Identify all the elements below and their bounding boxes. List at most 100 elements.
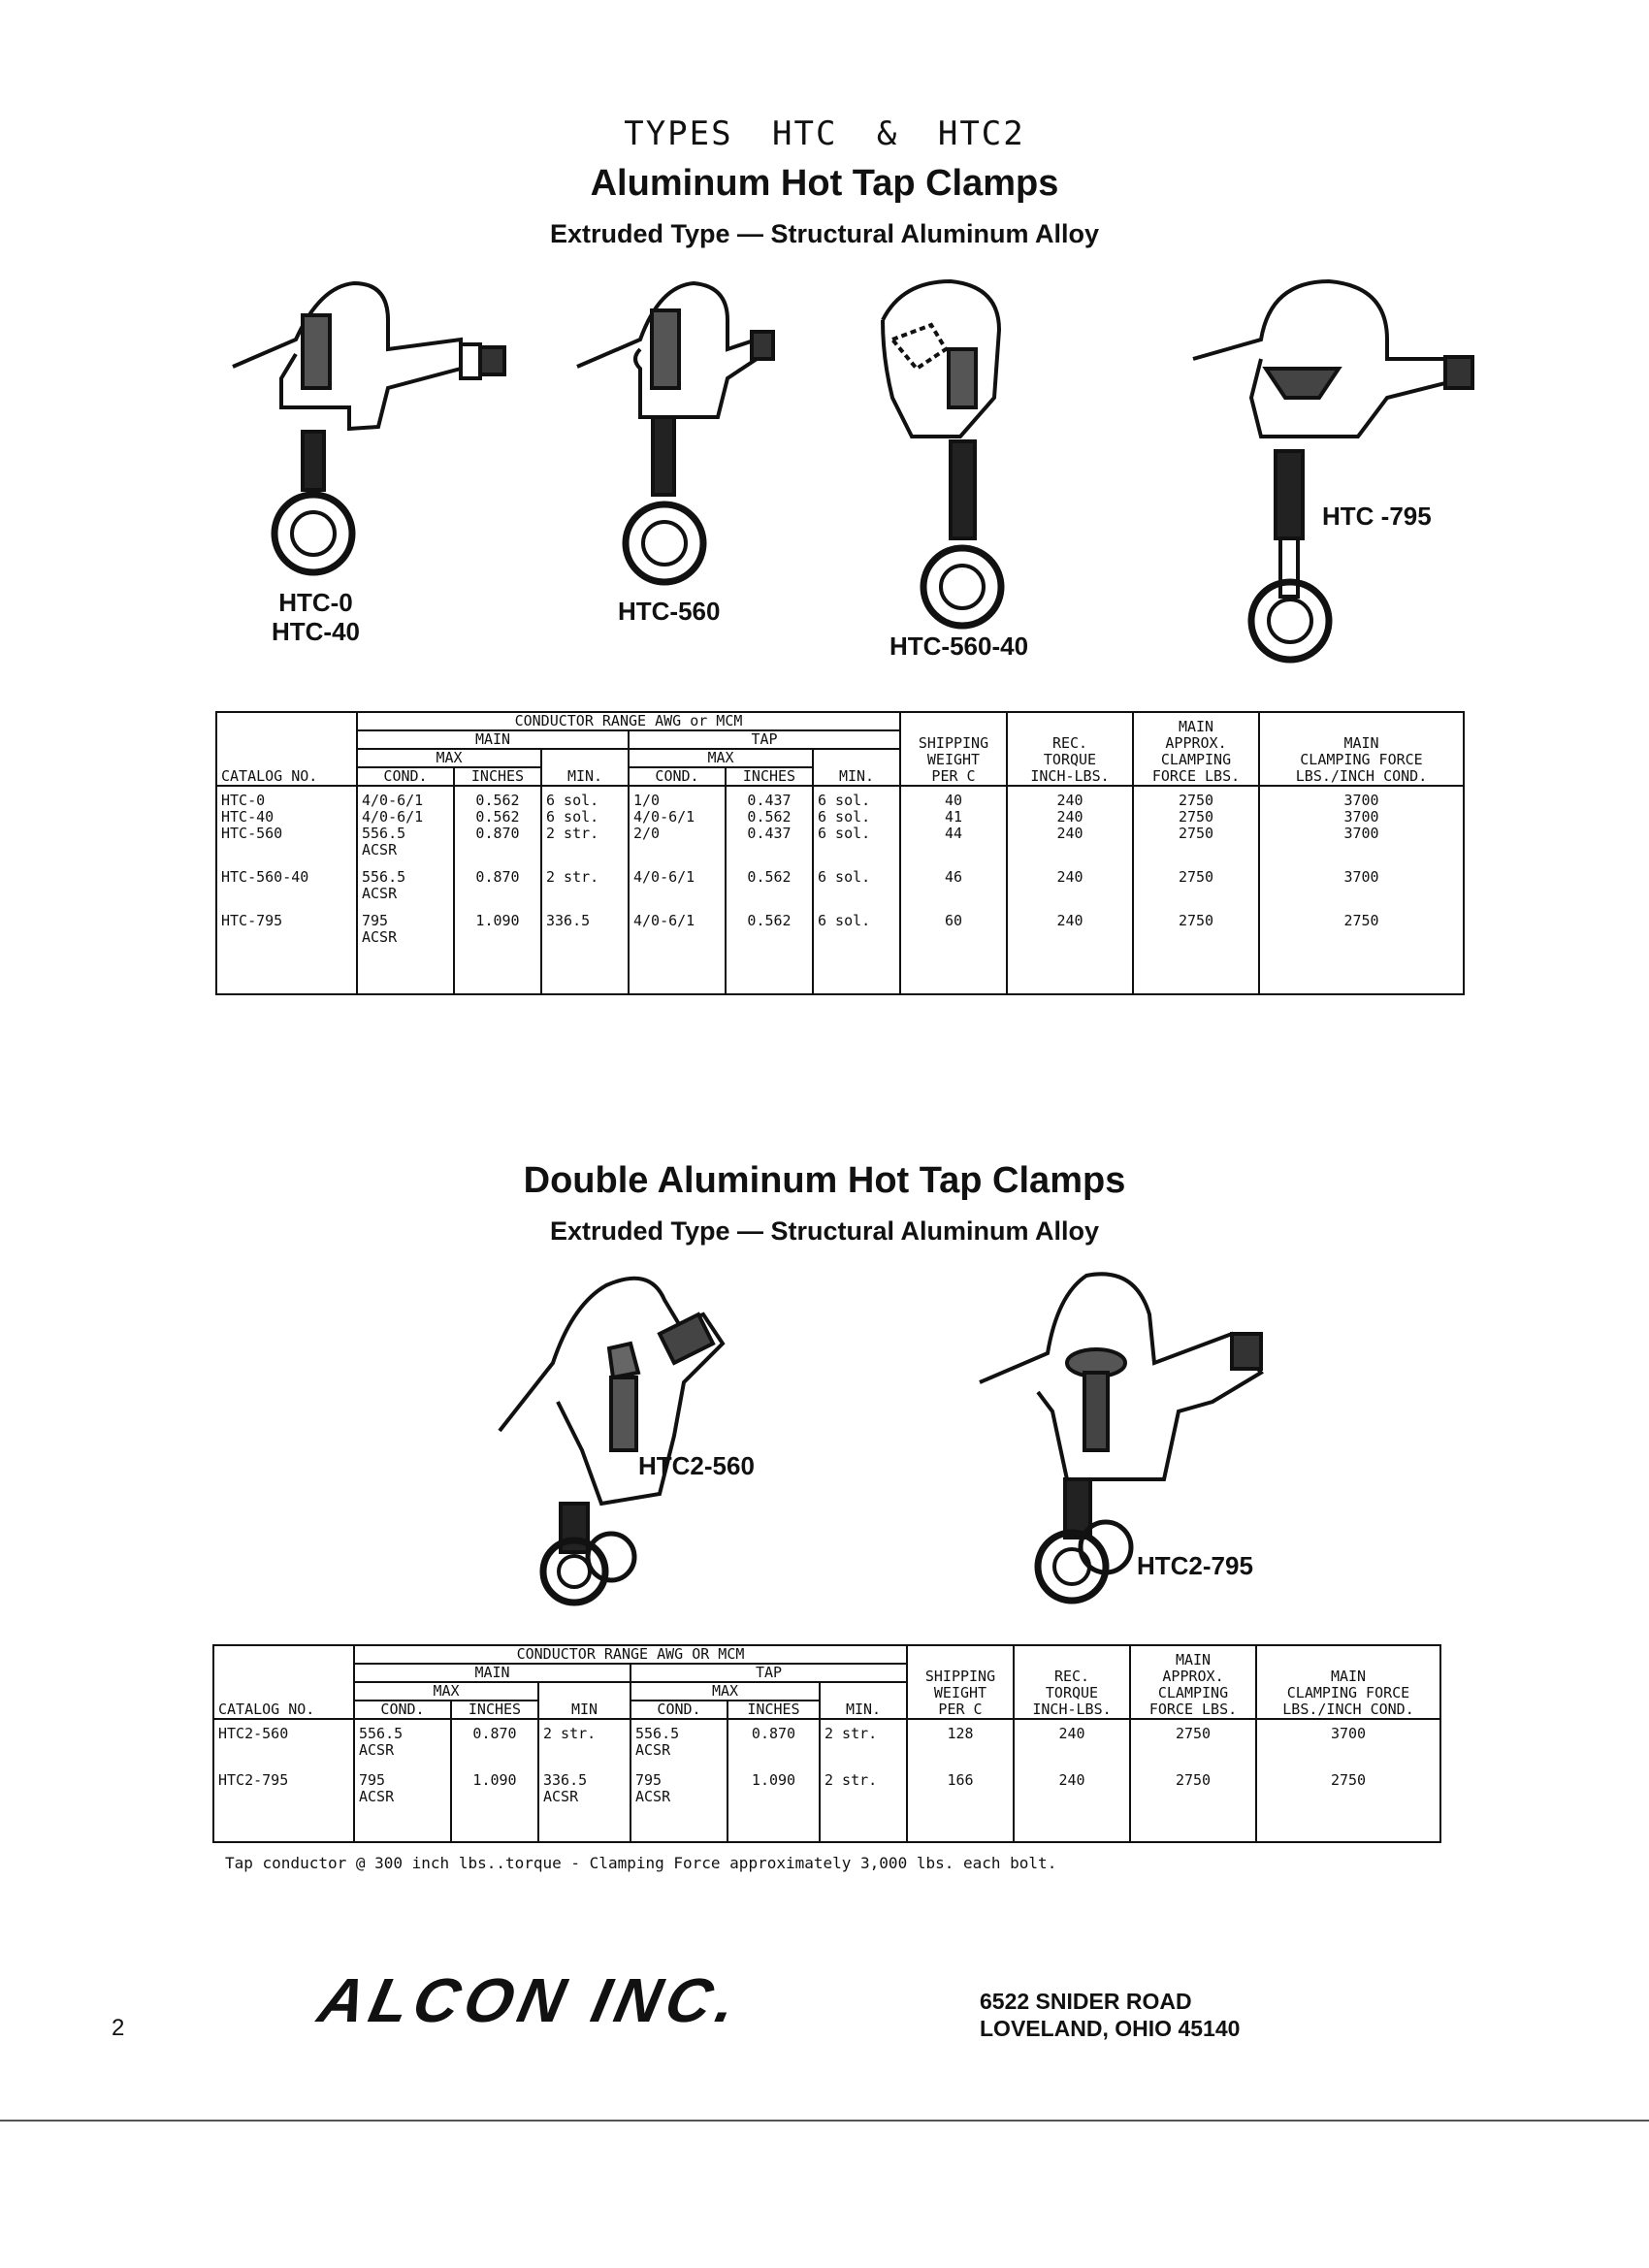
force-cell: 3700 [1343, 808, 1379, 826]
clamp-drawing-htc-795 [1192, 278, 1474, 664]
clamp-illustrations-bottom [498, 1272, 1264, 1606]
main-min-header: MIN [537, 1681, 631, 1720]
weight-cell: 40 [944, 792, 963, 809]
col-tap-min: 6 sol. 6 sol. 6 sol. 6 sol. 6 sol. [812, 785, 901, 995]
tap-min-cell: 6 sol. [818, 868, 871, 886]
main-min-cell: 6 sol. [546, 808, 599, 826]
torque-cell: 240 [1056, 912, 1083, 929]
main-cond-cell: 556.5 ACSR [362, 868, 406, 902]
main-cond-cell: 556.5 ACSR [359, 1725, 404, 1759]
weight-cell: 44 [944, 825, 963, 842]
main-min-cell: 2 str. [543, 1725, 597, 1742]
company-logo: ALCON INC. [312, 1965, 748, 2035]
conductor-range-header: CONDUCTOR RANGE AWG or MCM [356, 711, 901, 731]
main-cond-cell: 795 ACSR [359, 1771, 395, 1805]
tap-max-header: MAX [628, 748, 814, 768]
main-min-header: MIN. [540, 748, 630, 787]
tap-inches-header: INCHES [725, 766, 814, 787]
col-approx: 2750 2750 [1129, 1718, 1257, 1843]
main-cond-cell: 4/0-6/1 [362, 808, 424, 826]
company-address: 6522 SNIDER ROAD LOVELAND, OHIO 45140 [980, 1989, 1240, 2042]
catalog-cell: HTC-40 [221, 808, 275, 826]
tap-cond-cell: 4/0-6/1 [633, 912, 695, 929]
main-cond-cell: 795 ACSR [362, 912, 398, 946]
tap-inches-header: INCHES [727, 1700, 821, 1720]
tap-cond-cell: 4/0-6/1 [633, 808, 695, 826]
tap-cond-cell: 795 ACSR [635, 1771, 671, 1805]
col-approx: 2750 2750 2750 2750 2750 [1132, 785, 1260, 995]
tap-inches-cell: 0.437 [747, 792, 792, 809]
address-line-2: LOVELAND, OHIO 45140 [980, 2015, 1241, 2041]
tap-inches-cell: 1.090 [751, 1771, 796, 1789]
catalog-cell: HTC2-560 [218, 1725, 289, 1742]
approx-cell: 2750 [1178, 912, 1214, 929]
types-title: TYPES HTC & HTC2 [624, 114, 1025, 153]
clamping-force-header: MAIN CLAMPING FORCE LBS./INCH COND. [1255, 1644, 1441, 1720]
approx-cell: 2750 [1175, 1771, 1212, 1789]
tap-header: TAP [628, 729, 901, 750]
figure-label-htc-560: HTC-560 [618, 597, 721, 626]
page-number: 2 [112, 2015, 125, 2041]
torque-cell: 240 [1058, 1771, 1085, 1789]
main-cond-header: COND. [353, 1700, 452, 1720]
col-catalog-header: CATALOG NO. [215, 711, 358, 787]
main-min-cell: 2 str. [546, 868, 599, 886]
clamp-drawing-htc-0 [232, 280, 506, 576]
tap-inches-cell: 0.870 [751, 1725, 796, 1742]
weight-cell: 166 [947, 1771, 974, 1789]
main-min-cell: 336.5 ACSR [543, 1771, 588, 1805]
shipping-weight-header: SHIPPING WEIGHT PER C [899, 711, 1008, 787]
tap-min-cell: 2 str. [824, 1725, 878, 1742]
main-cond-header: COND. [356, 766, 455, 787]
main-inches-cell: 0.870 [472, 1725, 517, 1742]
col-force: 3700 3700 3700 3700 2750 [1258, 785, 1465, 995]
main-inches-cell: 1.090 [475, 912, 520, 929]
tap-min-header: MIN. [819, 1681, 908, 1720]
weight-cell: 60 [944, 912, 963, 929]
col-torque: 240 240 240 240 240 [1006, 785, 1134, 995]
main-inches-cell: 0.870 [475, 825, 520, 842]
section-subtitle-double: Extruded Type — Structural Aluminum Allo… [549, 1216, 1100, 1246]
tap-min-cell: 6 sol. [818, 792, 871, 809]
col-torque: 240 240 [1013, 1718, 1131, 1843]
main-min-cell: 2 str. [546, 825, 599, 842]
catalog-cell: HTC-560 [221, 825, 283, 842]
catalog-cell: HTC-795 [221, 912, 283, 929]
col-catalog: HTC-0 HTC-40 HTC-560 HTC-560-40 HTC-795 [215, 785, 358, 995]
address-line-1: 6522 SNIDER ROAD [980, 1989, 1192, 2014]
approx-cell: 2750 [1175, 1725, 1212, 1742]
approx-force-header: MAIN APPROX. CLAMPING FORCE LBS. [1129, 1644, 1257, 1720]
figure-label-htc-0-htc-40: HTC-0 HTC-40 [272, 588, 361, 646]
approx-cell: 2750 [1178, 792, 1214, 809]
catalog-cell: HTC-0 [221, 792, 266, 809]
figure-label-htc2-560: HTC2-560 [638, 1451, 755, 1480]
clamp-drawing-htc-560-40 [881, 278, 1005, 630]
figure-label-htc-795: HTC -795 [1322, 502, 1432, 531]
tap-min-cell: 2 str. [824, 1771, 878, 1789]
tap-cond-cell: 4/0-6/1 [633, 868, 695, 886]
col-main-inches: 0.562 0.562 0.870 0.870 1.090 [453, 785, 542, 995]
approx-cell: 2750 [1178, 808, 1214, 826]
tap-inches-cell: 0.562 [747, 868, 792, 886]
page-subtitle: Extruded Type — Structural Aluminum Allo… [549, 219, 1100, 248]
force-cell: 2750 [1330, 1771, 1367, 1789]
shipping-weight-header: SHIPPING WEIGHT PER C [906, 1644, 1015, 1720]
main-inches-cell: 0.562 [475, 808, 520, 826]
col-main-cond: 556.5 ACSR 795 ACSR [353, 1718, 452, 1843]
tap-min-cell: 6 sol. [818, 912, 871, 929]
force-cell: 2750 [1343, 912, 1379, 929]
figure-label-htc-560-40: HTC-560-40 [889, 632, 1029, 661]
main-inches-cell: 0.870 [475, 868, 520, 886]
main-inches-cell: 0.562 [475, 792, 520, 809]
torque-header: REC. TORQUE INCH-LBS. [1006, 711, 1134, 787]
spec-table-htc: CATALOG NO. CONDUCTOR RANGE AWG or MCM S… [215, 711, 1465, 995]
main-min-cell: 336.5 [546, 912, 591, 929]
tap-cond-header: COND. [628, 766, 727, 787]
torque-cell: 240 [1056, 808, 1083, 826]
main-min-cell: 6 sol. [546, 792, 599, 809]
force-cell: 3700 [1343, 792, 1379, 809]
weight-cell: 41 [944, 808, 963, 826]
tap-inches-cell: 0.437 [747, 825, 792, 842]
page-title: Aluminum Hot Tap Clamps [590, 163, 1059, 204]
catalog-cell: HTC-560-40 [221, 868, 309, 886]
